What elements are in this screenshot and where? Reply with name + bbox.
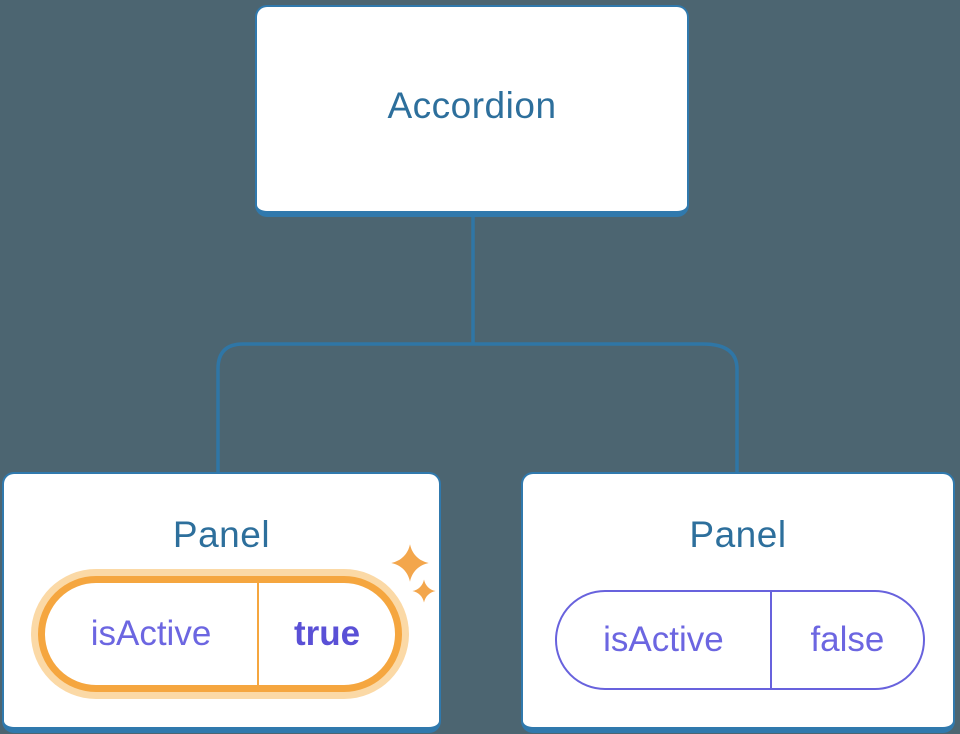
sparkle-small (412, 579, 436, 603)
branch-line (216, 342, 739, 472)
prop-name-cell: isActive (603, 620, 724, 659)
accordion-node-label: Accordion (387, 85, 557, 126)
accordion-node: Accordion (255, 5, 689, 217)
pill-divider (257, 583, 259, 685)
panel-node-label: Panel (172, 514, 271, 555)
sparkle-large (391, 544, 429, 582)
pill-divider (769, 592, 772, 688)
panel-node-active: Panel isActive true (2, 472, 441, 733)
prop-pill-inactive: isActive false (555, 590, 925, 690)
panel-node-inactive: Panel isActive false (521, 472, 955, 733)
prop-value-cell: false (810, 620, 885, 659)
prop-pill-active: isActive true (38, 576, 402, 692)
prop-value-cell: true (293, 614, 361, 653)
panel-node-label: Panel (689, 514, 787, 555)
sparkles-icon (391, 544, 436, 603)
prop-name-cell: isActive (90, 614, 212, 653)
